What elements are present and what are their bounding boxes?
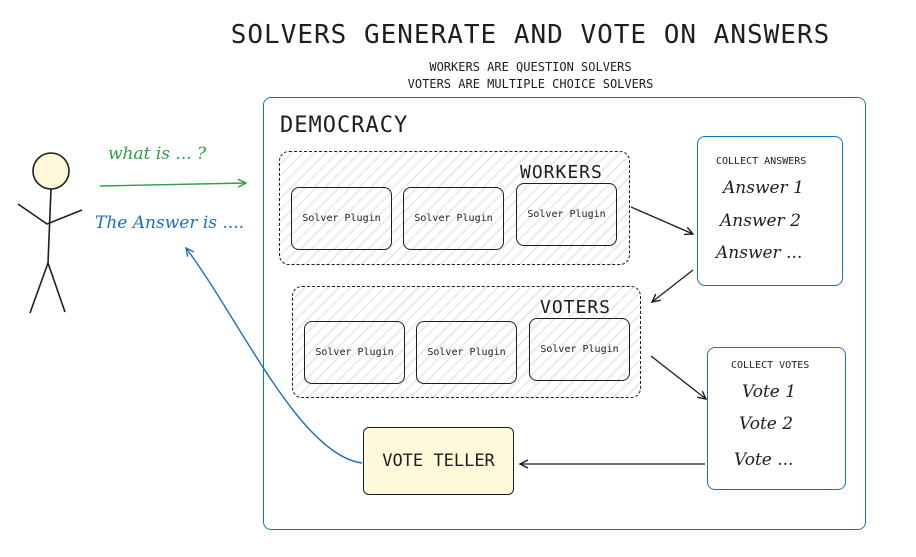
stick-figure-user xyxy=(17,152,83,314)
diagram-title: SOLVERS GENERATE AND VOTE ON ANSWERS xyxy=(230,20,831,50)
vote-item-1: Vote 1 xyxy=(742,382,797,402)
worker-solver-plugin-1: Solver Plugin xyxy=(291,187,392,250)
voter-solver-plugin-1: Solver Plugin xyxy=(304,321,405,384)
subtitle-line-2: VOTERS ARE MULTIPLE CHOICE SOLVERS xyxy=(407,77,654,91)
worker-solver-plugin-2: Solver Plugin xyxy=(403,187,504,250)
collect-votes-box xyxy=(707,347,846,490)
worker-solver-plugin-3: Solver Plugin xyxy=(516,183,617,246)
voter-solver-plugin-3: Solver Plugin xyxy=(529,318,630,381)
collect-answers-title: COLLECT ANSWERS xyxy=(716,156,807,167)
question-arrow xyxy=(99,183,246,186)
answer-item-2: Answer 2 xyxy=(720,211,801,231)
vote-item-2: Vote 2 xyxy=(739,414,794,434)
answer-text: The Answer is .... xyxy=(95,213,245,233)
voter-solver-plugin-2: Solver Plugin xyxy=(416,321,517,384)
collect-answers-box xyxy=(697,136,843,286)
democracy-label: DEMOCRACY xyxy=(280,113,409,138)
workers-label: WORKERS xyxy=(520,162,603,183)
subtitle-line-1: WORKERS ARE QUESTION SOLVERS xyxy=(429,60,632,74)
question-text: what is ... ? xyxy=(108,144,207,164)
vote-item-3: Vote ... xyxy=(734,450,794,470)
vote-teller-box: VOTE TELLER xyxy=(363,427,514,495)
collect-votes-title: COLLECT VOTES xyxy=(731,360,810,371)
answer-item-1: Answer 1 xyxy=(723,178,804,198)
answer-item-3: Answer ... xyxy=(716,243,803,263)
voters-label: VOTERS xyxy=(540,297,612,318)
